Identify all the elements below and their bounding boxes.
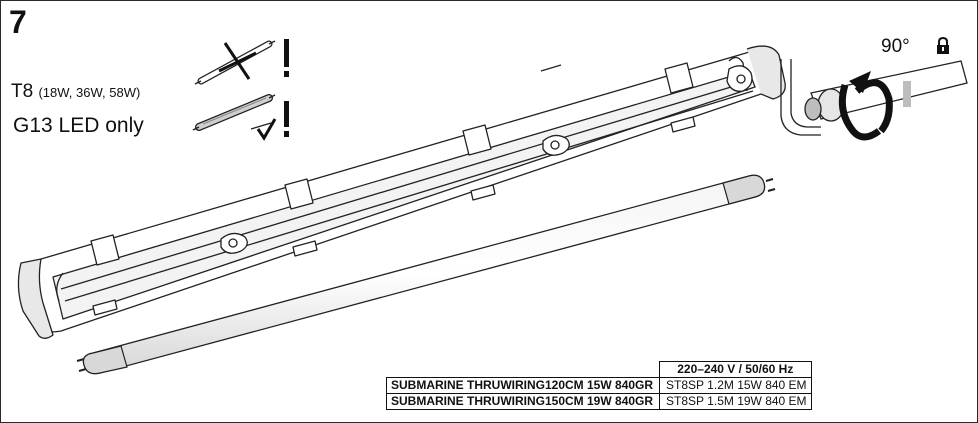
- led-tube-icon: [192, 94, 276, 131]
- product-code: ST8SP 1.5M 19W 840 EM: [659, 393, 812, 410]
- table-row: SUBMARINE THRUWIRING120CM 15W 840GR ST8S…: [385, 377, 812, 394]
- voltage-header: 220–240 V / 50/60 Hz: [659, 361, 812, 378]
- tube-type: T8: [11, 81, 34, 102]
- product-code: ST8SP 1.2M 15W 840 EM: [659, 377, 812, 394]
- table-row: 220–240 V / 50/60 Hz: [387, 361, 812, 378]
- rotation-detail: [780, 59, 968, 141]
- warning-exclamation-icon: [284, 39, 289, 77]
- cross-mark-icon: [218, 42, 257, 80]
- tube-wattages: (18W, 36W, 58W): [38, 85, 141, 100]
- tube-type-label: T8 (18W, 36W, 58W): [11, 81, 140, 103]
- blank-cell: [387, 362, 660, 378]
- table-row: SUBMARINE THRUWIRING150CM 19W 840GR ST8S…: [385, 393, 812, 410]
- step-number: 7: [9, 4, 27, 40]
- rotation-angle-label: 90°: [881, 36, 910, 57]
- led-tube: [76, 174, 776, 375]
- check-mark-icon: [256, 118, 277, 141]
- luminaire-housing: [17, 45, 786, 339]
- spec-table: 220–240 V / 50/60 Hz SUBMARINE THRUWIRIN…: [385, 361, 812, 410]
- led-only-note: G13 LED only: [13, 114, 144, 137]
- product-name: SUBMARINE THRUWIRING150CM 19W 840GR: [385, 393, 661, 410]
- product-name: SUBMARINE THRUWIRING120CM 15W 840GR: [385, 377, 661, 394]
- lock-icon: [937, 37, 949, 54]
- warning-exclamation-icon: [284, 101, 289, 137]
